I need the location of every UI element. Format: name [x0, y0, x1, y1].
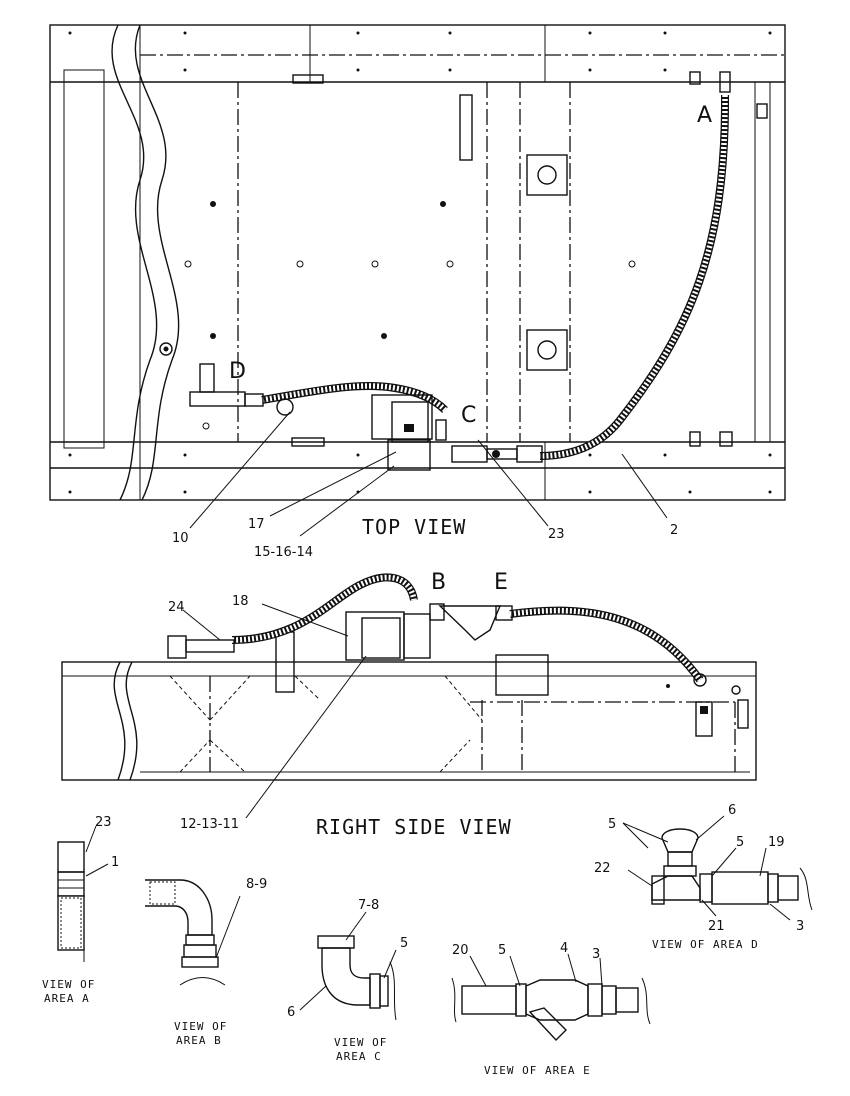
- callout-5a-area-d: 5: [608, 817, 616, 832]
- area-d-drawing: [651, 828, 813, 911]
- callout-12-13-11: 12-13-11: [180, 817, 239, 832]
- area-b-caption-2: AREA B: [176, 1034, 222, 1047]
- area-b-letter: B: [431, 570, 446, 595]
- top-view-drawing: [49, 24, 786, 501]
- callout-5b-area-d: 5: [736, 835, 744, 850]
- right-side-view-drawing: [61, 573, 757, 781]
- callout-20: 20: [452, 943, 469, 958]
- callout-22: 22: [594, 861, 611, 876]
- callout-24: 24: [168, 600, 185, 615]
- callout-19: 19: [768, 835, 785, 850]
- callout-5-area-c: 5: [400, 936, 408, 951]
- callout-4: 4: [560, 941, 568, 956]
- area-e-letter: E: [494, 570, 508, 595]
- area-e-caption: VIEW OF AREA E: [484, 1064, 591, 1077]
- callout-3-area-e: 3: [592, 947, 600, 962]
- callout-8-9: 8-9: [246, 877, 267, 892]
- area-e-drawing: [451, 977, 651, 1042]
- callout-15-16-14: 15-16-14: [254, 545, 313, 560]
- area-c-caption-1: VIEW OF: [334, 1036, 387, 1049]
- callout-3-area-d: 3: [796, 919, 804, 934]
- area-b-caption-1: VIEW OF: [174, 1020, 227, 1033]
- callout-5-area-e: 5: [498, 943, 506, 958]
- area-a-caption-1: VIEW OF: [42, 978, 95, 991]
- side-view-leaders: [182, 603, 367, 819]
- area-a-drawing: [57, 841, 85, 962]
- area-c-caption-2: AREA C: [336, 1050, 382, 1063]
- callout-6-area-c: 6: [287, 1005, 295, 1020]
- area-a-caption-2: AREA A: [44, 992, 90, 1005]
- area-b-drawing: [145, 879, 226, 986]
- callout-18: 18: [232, 594, 249, 609]
- area-d-caption: VIEW OF AREA D: [652, 938, 759, 951]
- callout-2: 2: [670, 523, 678, 538]
- area-d-letter: D: [229, 359, 246, 384]
- callout-7-8: 7-8: [358, 898, 379, 913]
- callout-23-top: 23: [548, 527, 565, 542]
- area-a-letter: A: [697, 103, 712, 128]
- area-c-letter: C: [461, 403, 476, 428]
- area-c-drawing: [317, 935, 397, 1021]
- callout-6-area-d: 6: [728, 803, 736, 818]
- right-side-view-title: RIGHT SIDE VIEW: [316, 815, 512, 839]
- callout-21: 21: [708, 919, 725, 934]
- callout-10: 10: [172, 531, 189, 546]
- callout-17: 17: [248, 517, 265, 532]
- top-view-title: TOP VIEW: [362, 515, 466, 539]
- top-view-leaders: [189, 411, 668, 537]
- callout-23-area-a: 23: [95, 815, 112, 830]
- callout-1: 1: [111, 855, 119, 870]
